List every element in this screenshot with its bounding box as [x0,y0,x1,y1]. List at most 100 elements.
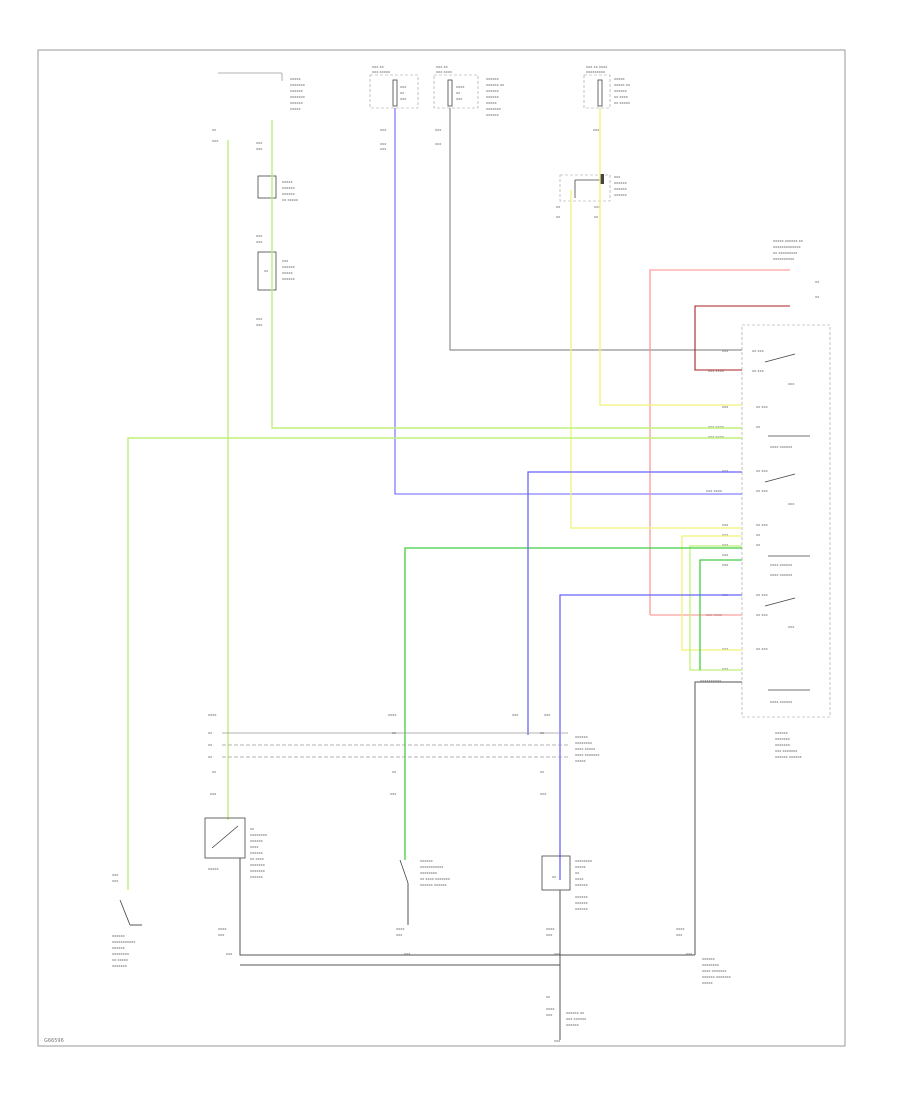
svg-text:xxxxxx: xxxxxx [575,895,589,899]
ground-bus: xxxx xxx xxxx xxx xxxx xxx xxxx xxx xxx … [218,890,732,1043]
svg-text:xxxxxx: xxxxxx [614,193,628,197]
svg-text:xx xxxx: xx xxxx [250,857,265,861]
svg-text:xxx: xxx [788,625,795,629]
svg-text:xxxxxx: xxxxxx [290,89,304,93]
engine-control-module: xxxxx xxxxxx xx xxxxxxxxxxxxx xx xxxxxxx… [700,239,831,759]
svg-text:xxxxxxxx: xxxxxxxx [702,963,720,967]
svg-text:xxxxx: xxxxx [208,867,220,871]
svg-text:xxxxxxxx: xxxxxxxx [250,833,268,837]
svg-text:xxxx xxxxxxx: xxxx xxxxxxx [575,753,600,757]
svg-text:xxx: xxx [218,933,225,937]
svg-text:xxxxxx xx: xxxxxx xx [566,1011,585,1015]
svg-text:xxx: xxx [594,205,601,209]
red-dark-wire [694,305,790,371]
svg-text:xx: xx [815,295,820,299]
svg-text:xxxxx: xxxxx [282,180,294,184]
svg-text:xx: xx [208,731,213,735]
svg-text:xxxxxx: xxxxxx [566,1023,580,1027]
ecm-relay-switches [764,353,810,691]
svg-text:xxx: xxx [546,933,553,937]
svg-text:xxxxxx: xxxxxx [614,187,628,191]
svg-text:xxxxxx: xxxxxx [282,186,296,190]
svg-text:xx: xx [575,871,580,875]
svg-text:xx xxx: xx xxx [756,523,769,527]
svg-text:xxx: xxx [380,128,387,132]
svg-text:xxx: xxx [212,139,219,143]
svg-text:xxxxxx: xxxxxx [575,883,589,887]
svg-text:xxxx: xxxx [250,845,259,849]
svg-text:xxx: xxx [544,713,551,717]
svg-text:xxxxx: xxxxx [702,981,714,985]
svg-text:xxx: xxx [540,792,547,796]
svg-text:xxxxxx: xxxxxx [486,95,500,99]
svg-text:xxx: xxx [593,128,600,132]
svg-text:xxx: xxx [435,128,442,132]
svg-text:xxx: xxx [722,349,729,353]
svg-text:xxxx: xxxx [456,85,465,89]
svg-text:xxxx xxxxxx: xxxx xxxxxx [770,573,793,577]
svg-text:xx xxx: xx xxx [756,613,769,617]
svg-text:xxxxxxx: xxxxxxx [775,737,791,741]
svg-text:xxx xxxxx: xxx xxxxx [372,70,391,74]
blue-wire-3 [559,594,742,880]
svg-text:xxx xxxx: xxx xxxx [706,489,723,493]
svg-text:xxxx xxxxxx: xxxx xxxxxx [770,445,793,449]
svg-text:xx: xx [756,425,761,429]
svg-text:xxxxxxxxxxx: xxxxxxxxxxx [112,940,136,944]
svg-text:xx xxxx: xx xxxx [614,95,629,99]
svg-text:xxxxx xxxxxx xx: xxxxx xxxxxx xx [773,239,804,243]
svg-text:xx: xx [212,128,217,132]
svg-text:xx xxx: xx xxx [756,647,769,651]
svg-text:xxx: xxx [676,933,683,937]
svg-text:xxxx xxxxxx: xxxx xxxxxx [770,700,793,704]
relay-top: xxx xxxxxx xxxxxx xxxxxx xx xxx xx xx [556,174,628,219]
svg-text:xxx: xxx [554,1039,561,1043]
svg-text:xxxxx: xxxxx [282,271,294,275]
svg-text:xxxxxx: xxxxxx [486,113,500,117]
svg-text:xxxxxx: xxxxxx [112,946,126,950]
svg-text:xxxxxx: xxxxxx [486,77,500,81]
svg-text:xxx: xxx [256,141,263,145]
junction-connector: xxxx xxxx xxx xxx xx xx xx xx xx xxxxxx … [208,713,600,796]
svg-text:xxxxxxxx: xxxxxxxx [575,741,593,745]
svg-text:xxx: xxx [256,147,263,151]
svg-text:xx: xx [756,533,761,537]
svg-text:xxx: xxx [390,792,397,796]
svg-text:xxx xxxx: xxx xxxx [708,425,725,429]
svg-text:xxx: xxx [112,873,119,877]
svg-text:xxx xxxxxx: xxx xxxxxx [566,1017,587,1021]
svg-text:xx xxx: xx xxx [756,489,769,493]
svg-text:xx: xx [594,215,599,219]
svg-text:xxx: xxx [400,85,407,89]
svg-text:xx xxx: xx xxx [756,469,769,473]
svg-text:xxx: xxx [256,234,263,238]
svg-text:xx xxxxx: xx xxxxx [614,101,631,105]
svg-text:xxxx: xxxx [218,927,227,931]
svg-text:xx: xx [456,91,461,95]
svg-text:xxx: xxx [788,382,795,386]
fuse-3: xxx xx xxxx xxxxxxxxx xxxxx xxxxx xx xxx… [583,65,631,132]
oil-pressure-switch: xxxxx xx xxxxxxxx xxxxxx xxxx xxxxxx xx … [204,817,268,900]
svg-text:xxx xxxx: xxx xxxx [436,70,453,74]
svg-text:xx: xx [250,827,255,831]
svg-text:xxxxxx xxxxxxx: xxxxxx xxxxxxx [702,975,732,979]
svg-text:xxx: xxx [614,175,621,179]
svg-text:xxxxxx: xxxxxx [775,731,789,735]
svg-text:xxx: xxx [256,317,263,321]
svg-text:xx xxxxx: xx xxxxx [112,958,129,962]
svg-text:xxx: xxx [686,952,693,956]
svg-text:xxxxx: xxxxx [614,77,626,81]
light-green-wire-1 [271,120,742,429]
svg-text:xxxxx: xxxxx [290,77,302,81]
blue-wire-top [394,108,742,495]
svg-text:xxxxxx: xxxxxx [614,89,628,93]
svg-text:xxxxxxxxxxx: xxxxxxxxxxx [420,865,444,869]
svg-text:xxxxx xx: xxxxx xx [614,83,631,87]
svg-text:xxxxxx: xxxxxx [282,192,296,196]
green-wire-ecm [699,559,742,670]
svg-text:xx: xx [546,995,551,999]
svg-text:xxx xxxx: xxx xxxx [708,369,725,373]
svg-text:xxx: xxx [546,1013,553,1017]
svg-text:xxxxx: xxxxx [486,101,498,105]
